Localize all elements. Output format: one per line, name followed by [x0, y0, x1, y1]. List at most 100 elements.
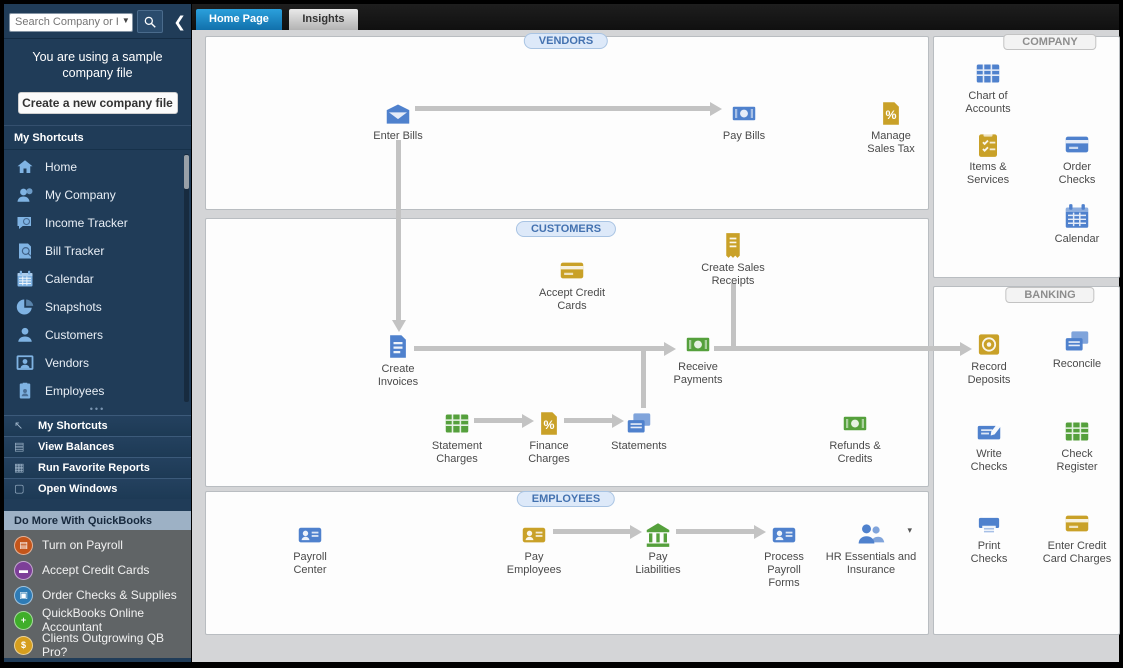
sidebar-item-my-company[interactable]: My Company: [4, 181, 191, 209]
panel-header-run-favorite-reports[interactable]: ▦Run Favorite Reports: [4, 456, 191, 478]
flow-item-pay-liabilities[interactable]: Pay Liabilities: [628, 521, 688, 577]
sidebar-item-label: Bill Tracker: [45, 244, 105, 258]
do-more-qb-online-accountant[interactable]: +QuickBooks Online Accountant: [4, 606, 191, 634]
process-payroll-forms-icon: [769, 521, 799, 548]
flow-item-receive-payments[interactable]: Receive Payments: [666, 331, 730, 387]
printer-icon: ▣: [14, 585, 33, 605]
do-more-panel: ▤Turn on Payroll ▬Accept Credit Cards ▣O…: [4, 529, 191, 659]
tab-home-page[interactable]: Home Page: [196, 9, 282, 30]
payroll-icon: ▤: [14, 535, 33, 555]
search-icon: [143, 15, 157, 29]
sidebar-scrollbar[interactable]: [184, 154, 189, 402]
do-more-order-checks-supplies[interactable]: ▣Order Checks & Supplies: [4, 583, 191, 608]
flow-item-process-payroll-forms[interactable]: Process Payroll Forms: [756, 521, 812, 590]
flow-item-finance-charges[interactable]: Finance Charges: [521, 410, 577, 466]
sidebar-item-income-tracker[interactable]: Income Tracker: [4, 209, 191, 237]
reports-icon: ▦: [14, 462, 25, 475]
flow-item-pay-bills[interactable]: Pay Bills: [714, 100, 774, 143]
sidebar-item-snapshots[interactable]: Snapshots: [4, 293, 191, 321]
home-icon: [16, 158, 34, 176]
flow-item-check-register[interactable]: Check Register: [1049, 418, 1105, 474]
flow-item-label: Order Checks: [1058, 161, 1096, 186]
flow-item-items-services[interactable]: Items & Services: [960, 131, 1016, 187]
flow-item-label: Enter Credit Card Charges: [1042, 540, 1112, 565]
arrow-statement-to-finance-charges: [474, 413, 534, 428]
sidebar-item-home[interactable]: Home: [4, 153, 191, 181]
accept-credit-cards-icon: [557, 257, 587, 284]
sidebar-item-label: Income Tracker: [45, 216, 128, 230]
enter-bills-icon: [383, 100, 413, 127]
record-deposits-icon: [974, 331, 1004, 358]
flow-item-enter-credit-card-charges[interactable]: Enter Credit Card Charges: [1035, 510, 1119, 566]
sidebar-item-customers[interactable]: Customers: [4, 321, 191, 349]
bill-tracker-icon: [16, 242, 34, 260]
flow-item-pay-employees[interactable]: Pay Employees: [500, 521, 568, 577]
search-bar: ▼ ❮: [4, 4, 191, 39]
flow-item-label: Calendar: [1054, 233, 1100, 245]
finance-charges-icon: [534, 410, 564, 437]
sidebar-item-employees[interactable]: Employees: [4, 377, 191, 405]
do-more-accept-credit-cards[interactable]: ▬Accept Credit Cards: [4, 558, 191, 583]
flow-item-create-invoices[interactable]: Create Invoices: [371, 333, 425, 389]
flow-item-record-deposits[interactable]: Record Deposits: [959, 331, 1019, 387]
flow-item-label: Statement Charges: [431, 440, 483, 465]
flow-item-print-checks[interactable]: Print Checks: [965, 510, 1013, 566]
flow-item-label: Receive Payments: [673, 361, 723, 386]
flow-item-write-checks[interactable]: Write Checks: [965, 418, 1013, 474]
sidebar-item-bill-tracker[interactable]: Bill Tracker: [4, 237, 191, 265]
collapse-sidebar-icon[interactable]: ❮: [173, 13, 186, 31]
flow-item-hr-essentials[interactable]: ▾HR Essentials and Insurance: [824, 521, 918, 577]
dropdown-caret-icon[interactable]: ▾: [907, 525, 912, 535]
flow-item-chart-of-accounts[interactable]: Chart of Accounts: [957, 60, 1019, 116]
customers-icon: [16, 326, 34, 344]
employees-section-label: EMPLOYEES: [516, 491, 616, 507]
company-calendar-icon: [1062, 203, 1092, 230]
tab-bar: Home Page Insights: [192, 4, 1119, 30]
employees-icon: [16, 382, 34, 400]
sidebar-scrollbar-thumb[interactable]: [184, 155, 189, 189]
do-more-label: Clients Outgrowing QB Pro?: [42, 631, 165, 659]
pay-liabilities-icon: [643, 521, 673, 548]
search-dropdown-caret-icon[interactable]: ▼: [121, 16, 130, 25]
flow-item-label: Statements: [611, 440, 667, 452]
flow-item-order-checks[interactable]: Order Checks: [1052, 131, 1102, 187]
create-company-file-button[interactable]: Create a new company file: [17, 92, 178, 114]
statement-charges-icon: [442, 410, 472, 437]
sidebar-item-calendar[interactable]: Calendar: [4, 265, 191, 293]
flow-item-accept-credit-cards[interactable]: Accept Credit Cards: [532, 257, 612, 313]
flow-item-label: Print Checks: [970, 540, 1008, 565]
receive-payments-icon: [683, 331, 713, 358]
flow-item-company-calendar[interactable]: Calendar: [1047, 203, 1107, 246]
sidebar-item-label: My Company: [45, 188, 116, 202]
sidebar-item-label: Snapshots: [45, 300, 102, 314]
flow-item-label: Create Sales Receipts: [701, 262, 765, 287]
panel-header-view-balances[interactable]: ▤View Balances: [4, 435, 191, 457]
flow-item-statements[interactable]: Statements: [601, 410, 677, 453]
order-checks-icon: [1062, 131, 1092, 158]
flow-item-payroll-center[interactable]: Payroll Center: [285, 521, 335, 577]
do-more-turn-on-payroll[interactable]: ▤Turn on Payroll: [4, 533, 191, 558]
panel-header-label: View Balances: [38, 440, 115, 453]
flow-item-statement-charges[interactable]: Statement Charges: [424, 410, 490, 466]
flow-item-manage-sales-tax[interactable]: Manage Sales Tax: [865, 100, 917, 156]
vendors-panel: [205, 36, 929, 210]
flow-item-label: Chart of Accounts: [965, 90, 1011, 115]
do-more-clients-outgrowing[interactable]: $Clients Outgrowing QB Pro?: [4, 631, 191, 659]
shortcuts-title: My Shortcuts: [4, 125, 191, 149]
search-input[interactable]: [9, 12, 133, 32]
flow-item-reconcile[interactable]: Reconcile: [1042, 328, 1112, 371]
flow-item-label: Refunds & Credits: [829, 440, 881, 465]
flow-item-refunds-credits[interactable]: Refunds & Credits: [825, 410, 885, 466]
shortcuts-resize-handle[interactable]: •••: [89, 404, 106, 414]
search-button[interactable]: [136, 10, 164, 33]
flow-item-enter-bills[interactable]: Enter Bills: [363, 100, 433, 143]
panel-header-open-windows[interactable]: ▢Open Windows: [4, 477, 191, 499]
panel-header-my-shortcuts[interactable]: ↖My Shortcuts: [4, 414, 191, 436]
sample-file-notice: You are using a sample company file: [32, 50, 163, 80]
flow-item-create-sales-receipts[interactable]: Create Sales Receipts: [688, 232, 778, 288]
sidebar-item-vendors[interactable]: Vendors: [4, 349, 191, 377]
tab-insights[interactable]: Insights: [289, 9, 358, 30]
items-services-icon: [973, 131, 1003, 158]
arrow-receive-payments-to-record-deposits: [714, 341, 972, 356]
